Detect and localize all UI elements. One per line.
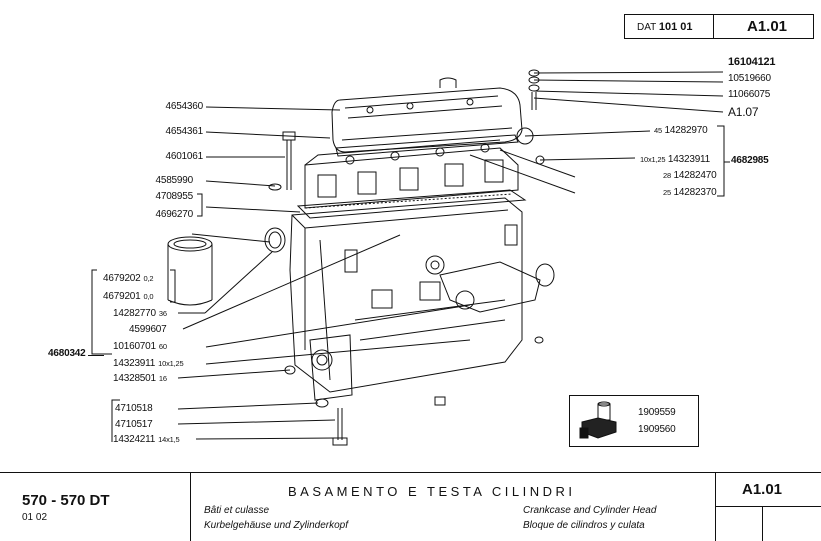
part-number: 4585990 [155,175,193,186]
part-number: 4708955 [155,191,193,202]
reference-box: DAT 101 01 A1.01 [624,14,814,39]
inset-drawing [579,401,617,439]
footer-page-code: A1.01 [742,481,783,498]
exploded-view-drawing [91,69,730,446]
part-number: 11066075 [728,89,771,100]
title-block-divider [762,506,764,541]
title-block-divider [715,506,821,508]
inset-box: 1909559 1909560 [569,395,699,447]
title-english: Crankcase and Cylinder Head [523,505,657,516]
page-code: A1.01 [747,18,788,35]
assembly-leader [88,355,104,356]
title-french: Bâti et culasse [204,505,270,516]
model-variants: 01 02 [22,512,48,523]
reference-box-divider [713,15,715,38]
inset-part-number: 1909559 [638,407,676,418]
block-part-number: 4710518 [115,403,153,414]
head-part-number: 28 14282470 [663,170,717,181]
inset-part-number: 1909560 [638,424,676,435]
title-block-top-rule [0,472,821,474]
part-number: 10519660 [728,73,771,84]
head-part-number: 45 14282970 [654,125,708,136]
head-assembly-number: 4682985 [731,155,769,166]
section-title: BASAMENTO E TESTA CILINDRI [288,484,576,499]
part-number: 4654360 [165,101,203,112]
head-part-number: 10x1,25 14323911 [640,154,711,165]
title-block-divider [190,472,192,541]
part-number: 16104121 [728,56,776,68]
dat-reference: DAT 101 01 [637,21,693,33]
model-name: 570 - 570 DT [22,492,110,509]
title-block: 570 - 570 DT 01 02 BASAMENTO E TESTA CIL… [0,472,821,541]
head-part-number: 25 14282370 [663,187,717,198]
part-number: 4696270 [155,209,193,220]
block-assembly-number: 4680342 [48,348,86,359]
block-part-number: 4599607 [129,324,167,335]
title-german: Kurbelgehäuse und Zylinderkopf [204,520,348,531]
part-number: 4601061 [165,151,203,162]
reference-code: A1.07 [728,105,759,119]
block-part-number: 4710517 [115,419,153,430]
title-spanish: Bloque de cilindros y culata [523,520,645,531]
part-number: 4654361 [165,126,203,137]
